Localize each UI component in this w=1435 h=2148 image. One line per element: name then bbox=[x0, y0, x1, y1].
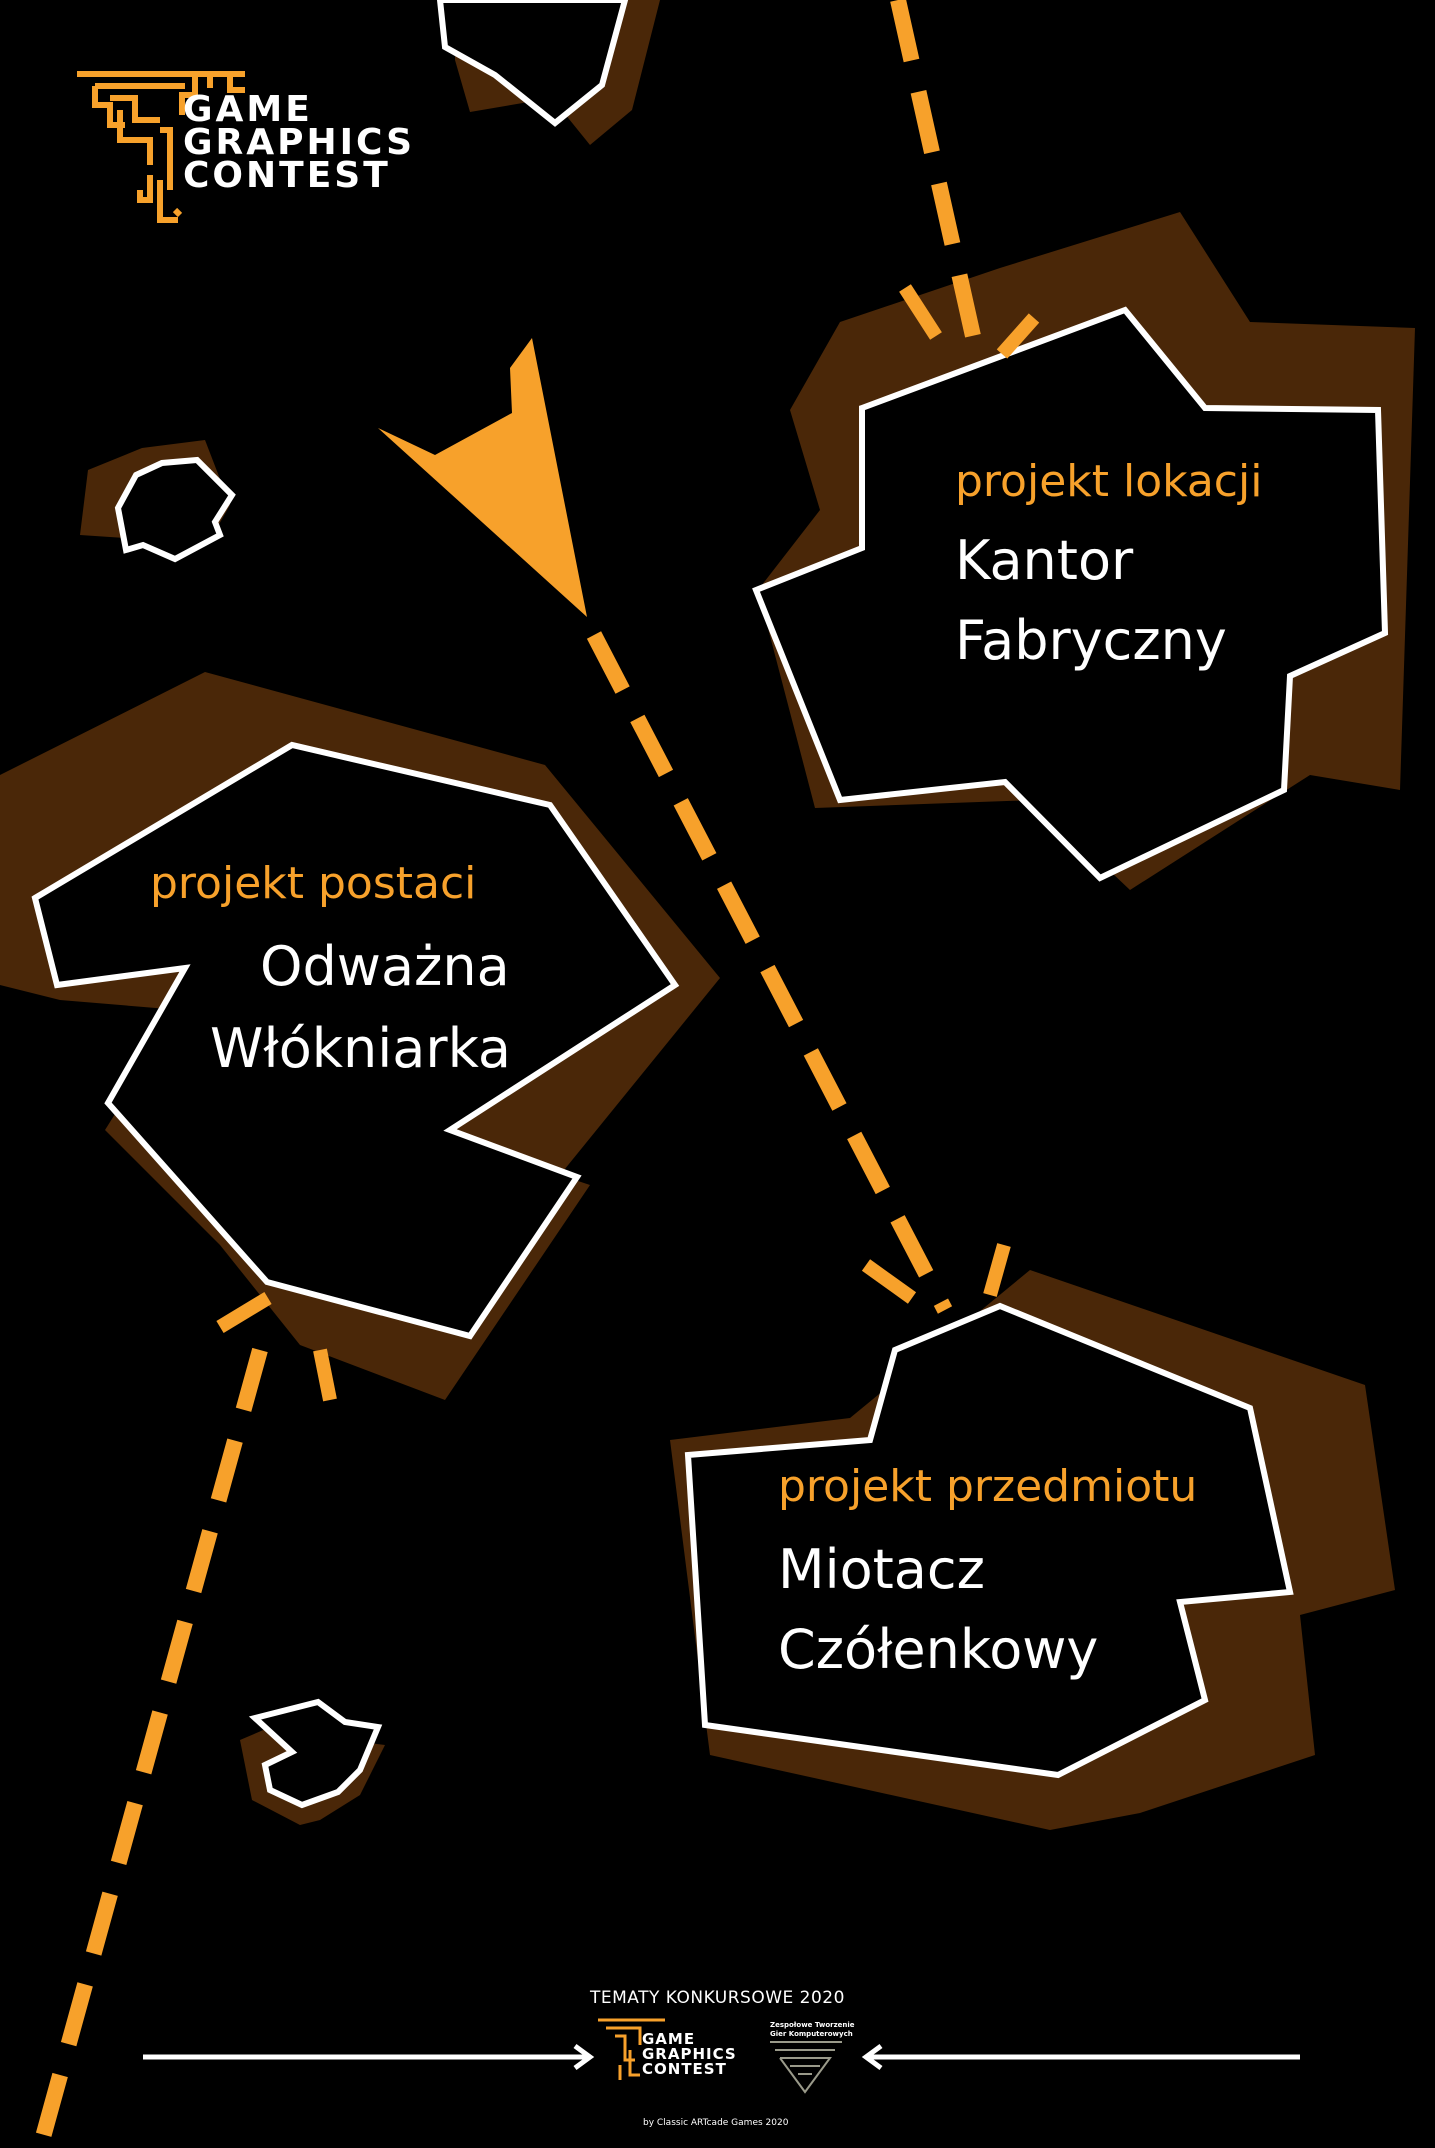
arrow-tick bbox=[899, 284, 942, 340]
dashed-path-top bbox=[890, 0, 983, 347]
arrow-tick bbox=[861, 1259, 917, 1304]
outline-blob-bottom bbox=[248, 1698, 383, 1809]
dashed-path-lower bbox=[32, 1347, 268, 2148]
arrow-tick bbox=[216, 1292, 272, 1333]
arrow-tick bbox=[996, 313, 1040, 359]
outline-shape-character bbox=[31, 741, 680, 1340]
theme-title-character-line2: Włókniarka bbox=[210, 1017, 511, 1080]
logo-line-graphics: GRAPHICS bbox=[183, 122, 416, 163]
footer-logo-line-game: GAME bbox=[642, 2030, 696, 2048]
theme-title-character-line1: Odważna bbox=[260, 935, 510, 998]
theme-category-item: projekt przedmiotu bbox=[778, 1461, 1198, 1512]
outline-shape-top bbox=[436, 0, 629, 127]
footer-logo-line-contest: CONTEST bbox=[642, 2060, 727, 2078]
footer-arrow-left-head bbox=[573, 2043, 595, 2071]
outline-shape-location bbox=[752, 306, 1389, 882]
partner-logo-mark bbox=[770, 2041, 842, 2094]
outline-shape-item bbox=[684, 1302, 1294, 1779]
partner-name-line2: Gier Komputerowych bbox=[770, 2030, 853, 2038]
dashed-path-middle bbox=[586, 631, 953, 1314]
theme-title-item-line2: Czółenkowy bbox=[778, 1618, 1099, 1681]
logo-line-game: GAME bbox=[183, 89, 313, 130]
theme-category-character: projekt postaci bbox=[150, 858, 477, 909]
outline-blob-small bbox=[114, 456, 236, 563]
pointer-arrow bbox=[378, 338, 587, 617]
footer-arrow-right-head bbox=[861, 2043, 883, 2071]
theme-title-location-line1: Kantor bbox=[955, 529, 1134, 592]
footer-logo-line-graphics: GRAPHICS bbox=[642, 2045, 737, 2063]
theme-title-location-line2: Fabryczny bbox=[955, 609, 1227, 672]
footer-logo-mark bbox=[598, 2018, 665, 2080]
theme-title-item-line1: Miotacz bbox=[778, 1538, 985, 1601]
footer-credit: by Classic ARTcade Games 2020 bbox=[643, 2118, 789, 2128]
logo-line-contest: CONTEST bbox=[183, 155, 391, 196]
arrow-tick bbox=[983, 1243, 1011, 1297]
theme-category-location: projekt lokacji bbox=[955, 456, 1263, 507]
contest-logo-mark bbox=[77, 71, 245, 223]
arrow-tick bbox=[313, 1348, 337, 1402]
footer-heading: TEMATY KONKURSOWE 2020 bbox=[590, 1988, 845, 2008]
partner-name-line1: Zespołowe Tworzenie bbox=[770, 2021, 855, 2029]
